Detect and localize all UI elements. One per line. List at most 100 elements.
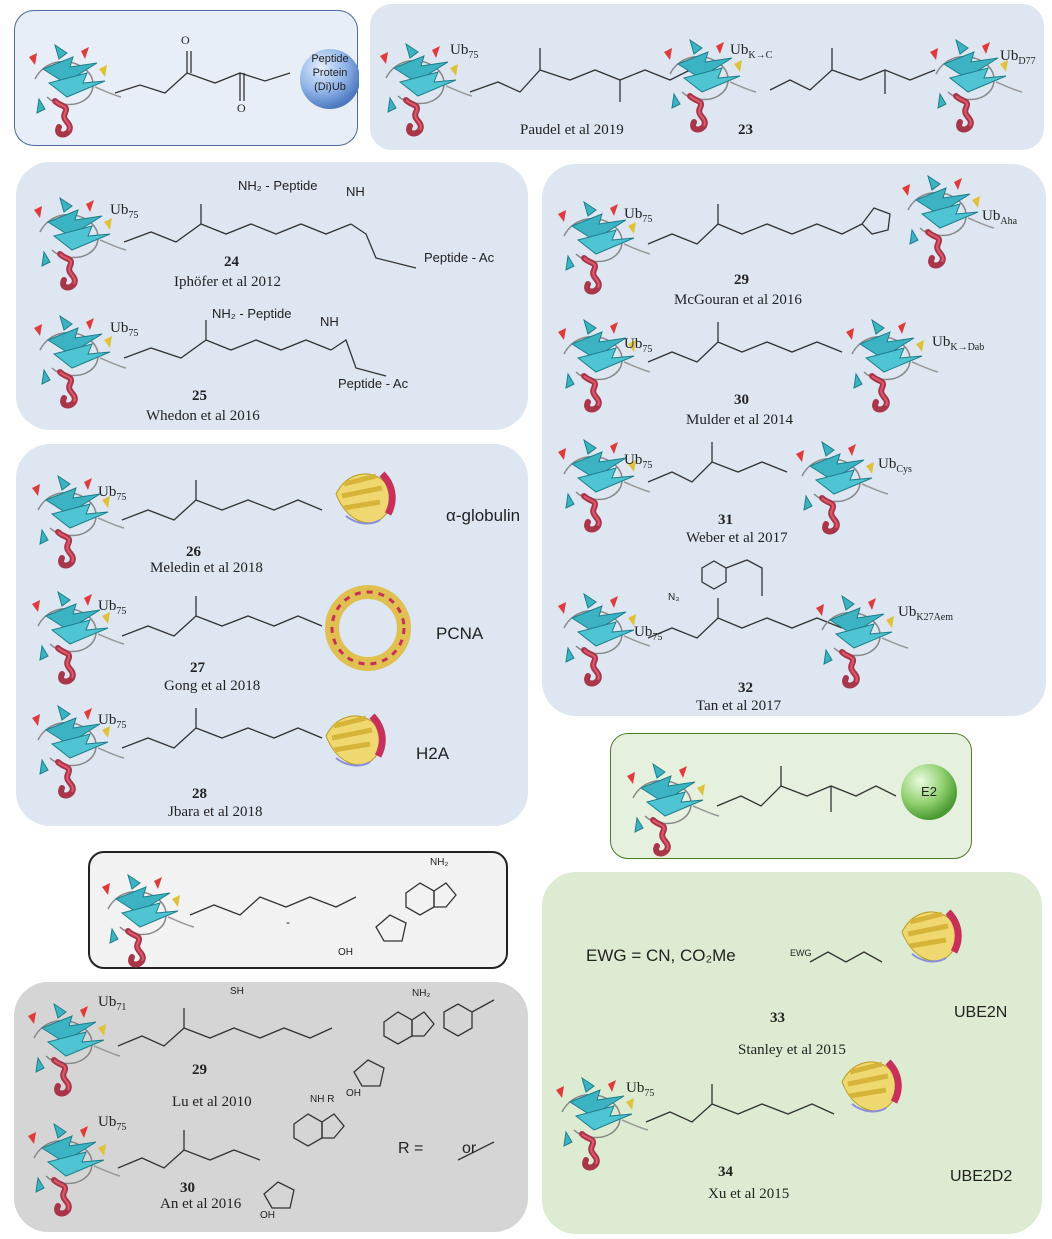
- compound-number: 34: [718, 1164, 733, 1180]
- citation: Iphöfer et al 2012: [174, 274, 282, 290]
- panel-general-isopeptide: O O Peptide Protein (Di)Ub: [14, 10, 359, 146]
- compound-number: 24: [224, 254, 239, 270]
- ub75-label: Ub75: [450, 42, 479, 61]
- h2a-structure: [326, 716, 382, 765]
- ubiquitin-cartoon: [28, 1124, 120, 1213]
- ub75-label: Ub75: [624, 206, 653, 225]
- peptide-protein-sphere: [300, 49, 359, 109]
- compound-number: 30: [180, 1180, 195, 1196]
- ubiquitin-cartoon: [796, 442, 888, 531]
- ub75-label: Ub75: [98, 1114, 127, 1133]
- citation: Gong et al 2018: [164, 678, 261, 694]
- oh-label: OH: [338, 947, 353, 958]
- citation: McGouran et al 2016: [674, 292, 802, 308]
- target-label: UBE2D2: [950, 1168, 1013, 1185]
- citation: Mulder et al 2014: [686, 412, 794, 428]
- ub75-label: Ub75: [98, 712, 127, 731]
- nh2-peptide-label: NH₂ - Peptide: [212, 306, 292, 321]
- ub-k-dab-label: UbK→Dab: [932, 334, 985, 353]
- panel-29-32: Ub75 UbAha 29 McGouran et al 2016 Ub75 U…: [542, 164, 1046, 716]
- target-label: PCNA: [436, 624, 484, 643]
- peptide-ac-label: Peptide - Ac: [424, 250, 495, 265]
- alpha-globulin-structure: [336, 474, 392, 523]
- ubiquitin-cartoon: [29, 45, 121, 134]
- ub75-label: Ub75: [624, 452, 653, 471]
- ub-k-to-c-label: UbK→C: [730, 42, 773, 61]
- compound-number: 32: [738, 680, 753, 696]
- oh-label: OH: [260, 1210, 275, 1221]
- ub75-label: Ub75: [110, 202, 139, 221]
- citation: Jbara et al 2018: [168, 804, 263, 820]
- panel-e2-thioester: E2: [610, 733, 972, 859]
- compound-number: 31: [718, 512, 733, 528]
- compound-number: 29: [734, 272, 749, 288]
- nhr-label: NH R: [310, 1094, 335, 1105]
- ub-k27aem-label: UbK27Aem: [898, 604, 954, 623]
- ub-d77-label: UbD77: [1000, 48, 1036, 67]
- compound-number: 25: [192, 388, 207, 404]
- nh2-peptide-label: NH₂ - Peptide: [238, 178, 318, 193]
- compound-number: 23: [738, 122, 753, 138]
- nh2-label: NH₂: [412, 988, 431, 999]
- panel-24-25: Ub75 NH₂ - Peptide NH Peptide - Ac 24 Ip…: [16, 162, 528, 430]
- compound-number: 27: [190, 660, 205, 676]
- ub-aha-label: UbAha: [982, 208, 1018, 227]
- ube2d2-structure: [842, 1062, 898, 1111]
- citation: Tan et al 2017: [696, 698, 782, 714]
- ubiquitin-cartoon: [28, 1004, 120, 1093]
- panel-29-30-gray: Ub71 SH NH₂ OH 29 Lu et al 2010 Ub75 NH …: [14, 982, 528, 1232]
- ball-label-peptide: Peptide: [311, 53, 349, 65]
- ub71-label: Ub71: [98, 994, 127, 1013]
- compound-number: 33: [770, 1010, 785, 1026]
- ewg-small-label: EWG: [790, 948, 812, 958]
- compound-number: 28: [192, 786, 207, 802]
- nh2-label: NH₂: [430, 857, 449, 868]
- compound-number: 26: [186, 544, 201, 560]
- ub75-label: Ub75: [626, 1080, 655, 1099]
- ub75-label: Ub75: [98, 598, 127, 617]
- nh-label: NH: [346, 184, 365, 199]
- peptide-ac-label: Peptide - Ac: [338, 376, 409, 391]
- citation: Stanley et al 2015: [738, 1042, 846, 1058]
- panel-26-27-28: Ub75 α-globulin 26 Meledin et al 2018 Ub…: [16, 444, 528, 826]
- compound-number: 29: [192, 1062, 207, 1078]
- ubiquitin-cartoon: [816, 596, 908, 685]
- citation: An et al 2016: [160, 1196, 242, 1212]
- ub75-label: Ub75: [624, 336, 653, 355]
- ball-label-diub: (Di)Ub: [314, 81, 346, 93]
- e2-sphere: [901, 764, 957, 820]
- target-label: H2A: [416, 744, 450, 763]
- pcna-structure: [325, 585, 411, 671]
- citation: Whedon et al 2016: [146, 408, 260, 424]
- target-label: α-globulin: [446, 506, 521, 525]
- azide-label: N₃: [668, 592, 680, 603]
- citation: Lu et al 2010: [172, 1094, 252, 1110]
- ubiquitin-cartoon: [558, 320, 650, 409]
- ubiquitin-cartoon: [846, 320, 938, 409]
- oh-label: OH: [346, 1088, 361, 1099]
- ubiquitin-cartoon: [902, 176, 994, 265]
- panel-23-diub: Ub75 UbK→C UbD77 Paudel et al 2019 23: [370, 4, 1044, 150]
- panel-ub-amp: NH₂ OH -: [88, 851, 508, 969]
- ubiquitin-cartoon: [102, 875, 194, 964]
- citation: Xu et al 2015: [708, 1186, 790, 1202]
- e2-label: E2: [921, 784, 937, 799]
- charge-label: -: [286, 915, 290, 929]
- ball-label-protein: Protein: [312, 67, 348, 79]
- target-label: UBE2N: [954, 1004, 1008, 1021]
- r-equals-label: R =: [398, 1140, 424, 1157]
- sh-label: SH: [230, 986, 244, 997]
- ubiquitin-cartoon: [627, 764, 719, 853]
- ube2n-structure: [902, 912, 958, 961]
- ub75-label: Ub75: [98, 484, 127, 503]
- citation: Weber et al 2017: [686, 530, 788, 546]
- citation: Meledin et al 2018: [150, 560, 263, 576]
- ub-cys-label: UbCys: [878, 456, 912, 475]
- compound-number: 30: [734, 392, 749, 408]
- panel-33-34: EWG = CN, CO₂Me EWG UBE2N 33 Stanley et …: [542, 872, 1042, 1234]
- ewg-definition: EWG = CN, CO₂Me: [586, 946, 736, 965]
- nh-label: NH: [320, 314, 339, 329]
- citation: Paudel et al 2019: [520, 122, 624, 138]
- or-label: or: [462, 1140, 477, 1157]
- ub75-label: Ub75: [110, 320, 139, 339]
